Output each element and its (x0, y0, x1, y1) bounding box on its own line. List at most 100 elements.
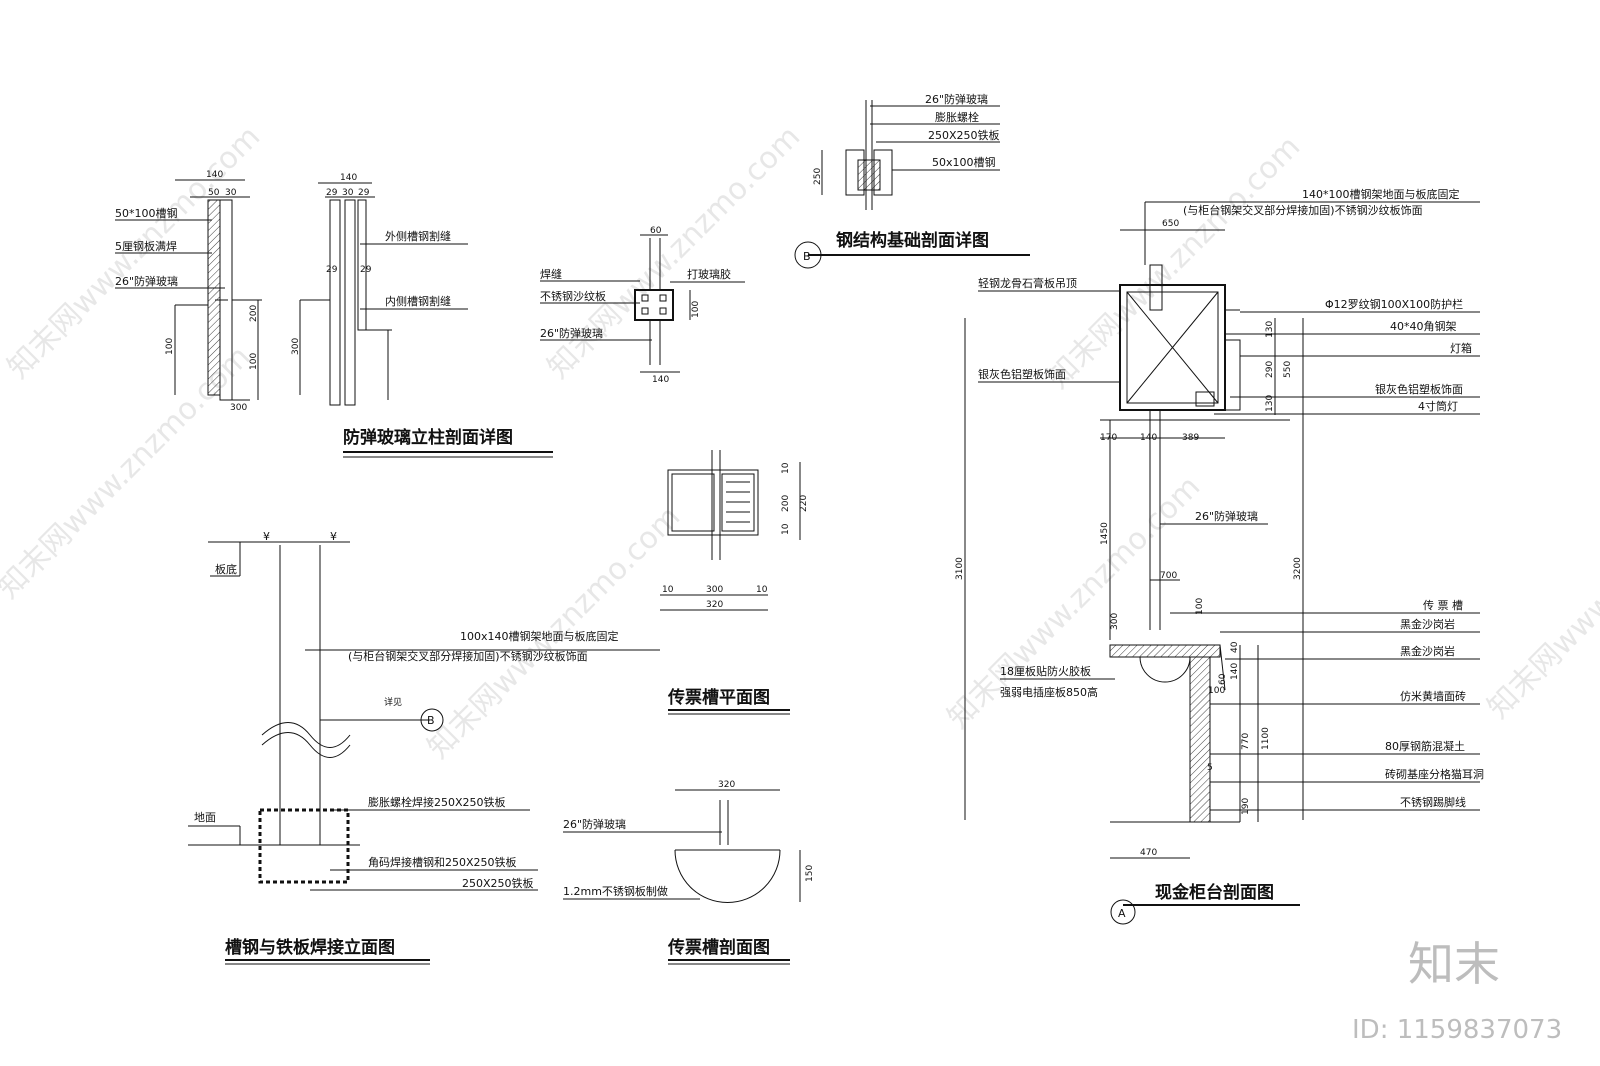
label: 板底 (215, 562, 237, 576)
label: 50x100槽钢 (932, 156, 996, 169)
label: 仿米黄墙面砖 (1400, 689, 1466, 703)
symbol: ¥ (263, 530, 270, 543)
dim: 130 (1265, 321, 1275, 338)
dim: 320 (718, 780, 735, 790)
label: 26"防弹玻璃 (115, 274, 178, 288)
drawing-title: 防弹玻璃立柱剖面详图 (343, 427, 513, 448)
dim: 100 (249, 353, 259, 370)
dim: 10 (781, 523, 791, 535)
dim: 550 (1283, 361, 1293, 378)
dim: 140 (206, 170, 223, 180)
label: 地面 (194, 811, 216, 824)
dim: 190 (1241, 798, 1251, 815)
image-id: ID: 1159837073 (1352, 1015, 1562, 1045)
label: 18厘板贴防火胶板 (1000, 664, 1091, 678)
label: 焊缝 (540, 267, 562, 281)
drawing-title: 传票槽平面图 (667, 687, 770, 708)
ticket-bowl (674, 849, 781, 903)
dim: 320 (706, 600, 723, 610)
dim: 29 (326, 188, 338, 198)
dim: 1450 (1100, 522, 1110, 545)
dim: 220 (799, 495, 809, 512)
dim: 29 (326, 265, 338, 275)
dim: 300 (230, 403, 247, 413)
label: 26"防弹玻璃 (1195, 509, 1258, 523)
label: 80厚钢筋混凝土 (1385, 739, 1465, 753)
dim: 29 (360, 265, 372, 275)
dim: 250 (813, 168, 823, 185)
dim: 130 (1265, 395, 1275, 412)
label: 详见 (384, 696, 402, 708)
watermark: 知末网www.znzmo.com (1481, 459, 1600, 725)
detail-callout-box (258, 808, 350, 884)
dim: 100 (165, 338, 175, 355)
label: 50*100槽钢 (115, 207, 178, 220)
ticket-plan: 10 200 220 10 10 300 10 320 传票槽平面图 (660, 450, 809, 715)
drawing-title: 传票槽剖面图 (667, 937, 770, 958)
dim: 100 (1208, 686, 1225, 696)
label: 26"防弹玻璃 (563, 817, 626, 831)
dim: 389 (1182, 433, 1199, 443)
symbol: ¥ (330, 530, 337, 543)
foundation-detail: 250 26"防弹玻璃 膨胀螺栓 250X250铁板 50x100槽钢 B 钢结… (794, 92, 1030, 269)
steel-channel (634, 289, 674, 321)
brick-base (1189, 656, 1211, 823)
dim: 30 (342, 188, 354, 198)
dim: 770 (1241, 733, 1251, 750)
glass-joint-detail: 60 140 100 焊缝 不锈钢沙纹板 26"防弹玻璃 打玻璃胶 (540, 226, 745, 385)
dim: 300 (1110, 613, 1120, 630)
column-detail: 140 50 30 100 200 100 300 50*100槽钢 5厘钢板满… (115, 170, 553, 458)
label: 26"防弹玻璃 (925, 92, 988, 106)
marker-text: A (1118, 907, 1126, 920)
label: 银灰色铝塑板饰面 (1375, 382, 1463, 396)
ticket-section: 320 150 26"防弹玻璃 1.2mm不锈钢板制做 传票槽剖面图 (563, 780, 815, 965)
detail-marker (1110, 899, 1136, 925)
label: 不锈钢踢脚线 (1400, 795, 1466, 809)
label: 砖砌基座分格猫耳洞 (1385, 767, 1484, 781)
counter-top (1109, 644, 1221, 658)
dim: 3200 (1293, 557, 1303, 580)
dim: 60 (1218, 673, 1228, 685)
label: (与柜台钢架交叉部分焊接加固)不锈钢沙纹板饰面 (348, 649, 588, 663)
label: 膨胀螺栓焊接250X250铁板 (368, 795, 506, 809)
dim: 10 (781, 462, 791, 474)
label: 250X250铁板 (462, 876, 534, 890)
label: Φ12罗纹钢100X100防护栏 (1325, 297, 1463, 311)
dim: 140 (652, 375, 669, 385)
dim: 300 (291, 338, 301, 355)
dim: 40 (1230, 641, 1240, 653)
dim: 60 (650, 226, 662, 236)
label: 黑金沙岗岩 (1400, 617, 1455, 631)
marker-text: B (803, 250, 811, 263)
label: 角码焊接槽钢和250X250铁板 (368, 855, 517, 869)
marker-text: B (427, 714, 435, 727)
dim: 10 (662, 585, 674, 595)
label: 5厘钢板满焊 (115, 239, 177, 253)
dim: 100 (691, 301, 701, 318)
label: 传 票 槽 (1423, 599, 1463, 612)
dim: 1100 (1261, 727, 1271, 750)
dim: 470 (1140, 848, 1157, 858)
label: 140*100槽钢架地面与板底固定 (1302, 187, 1460, 201)
label: 250X250铁板 (928, 128, 1000, 142)
dim: 300 (706, 585, 723, 595)
watermark: 知末网www.znzmo.com (541, 119, 807, 385)
dim: 5 (1207, 763, 1213, 773)
dim: 140 (340, 173, 357, 183)
label: 强弱电插座板850高 (1000, 685, 1098, 699)
dim: 150 (805, 865, 815, 882)
dim: 700 (1160, 571, 1177, 581)
dim: 200 (249, 305, 259, 322)
dim: 200 (781, 495, 791, 512)
label: (与柜台钢架交叉部分焊接加固)不锈钢沙纹板饰面 (1183, 203, 1423, 217)
label: 黑金沙岗岩 (1400, 644, 1455, 658)
drawing-title: 钢结构基础剖面详图 (836, 230, 989, 251)
label: 不锈钢沙纹板 (540, 289, 606, 303)
weld-elevation: ¥ ¥ 板底 100x140槽钢架地面与板底固定 (与柜台钢架交叉部分焊接加固)… (188, 530, 660, 965)
label: 26"防弹玻璃 (540, 326, 603, 340)
dim: 50 (208, 188, 220, 198)
label: 40*40角钢架 (1390, 320, 1457, 333)
label: 1.2mm不锈钢板制做 (563, 884, 668, 898)
label: 内侧槽钢割缝 (385, 294, 451, 308)
